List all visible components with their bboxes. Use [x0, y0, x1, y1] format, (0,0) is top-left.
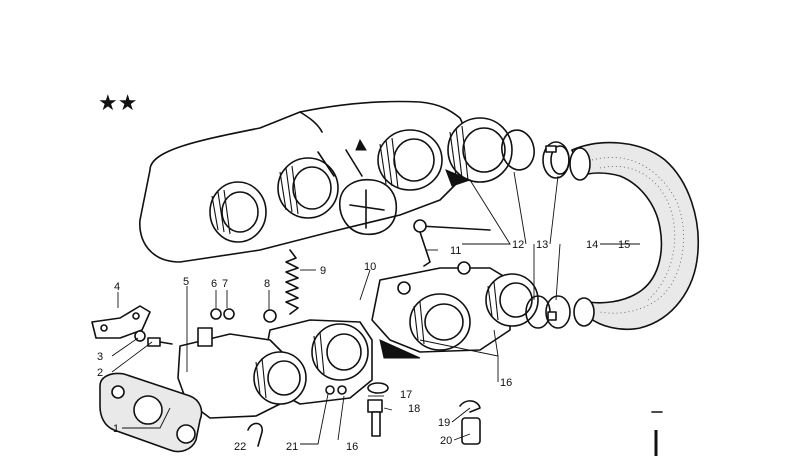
star-marker: ★★ [98, 91, 137, 116]
callout-10: 10 [364, 261, 376, 273]
washer-21 [325, 385, 335, 395]
callout-21: 21 [286, 441, 298, 453]
callout-16-right: 16 [500, 377, 512, 389]
flange-gasket [99, 372, 203, 453]
manifold-throat-2 [277, 157, 339, 219]
sealing-ring-upper [501, 129, 535, 171]
hose-clamp-lower [545, 295, 571, 329]
callout-9: 9 [320, 265, 326, 277]
callout-18: 18 [408, 403, 420, 415]
corner-mark [651, 411, 663, 456]
callout-2: 2 [97, 367, 103, 379]
nut-7 [223, 308, 235, 320]
manifold-throat-4 [445, 117, 513, 187]
clip-22 [247, 422, 263, 447]
hose-clamp-upper [542, 141, 570, 179]
callout-3: 3 [97, 351, 103, 363]
callout-17: 17 [400, 389, 412, 401]
nut-16-lower [337, 385, 347, 395]
callout-16-lower: 16 [346, 441, 358, 453]
intake-hose [569, 141, 700, 331]
clip-19 [459, 400, 481, 413]
carburetor-body-right [371, 261, 539, 359]
jet-18 [367, 399, 383, 437]
manifold-throat-3 [377, 129, 443, 191]
callout-20: 20 [440, 435, 452, 447]
callout-7: 7 [222, 278, 228, 290]
sleeve-20 [461, 417, 481, 445]
callout-6: 6 [211, 278, 217, 290]
callout-13: 13 [536, 239, 548, 251]
callout-1: 1 [113, 423, 119, 435]
linkage-rod [413, 219, 491, 267]
manifold-throat-1 [209, 181, 267, 243]
callout-19: 19 [438, 417, 450, 429]
callout-11: 11 [450, 245, 461, 257]
callout-14: 14 [586, 239, 598, 251]
mounting-bracket [91, 305, 151, 339]
callout-15: 15 [618, 239, 630, 251]
return-spring [285, 249, 299, 315]
leader-lines [111, 171, 640, 445]
callout-12: 12 [512, 239, 524, 251]
callout-8: 8 [264, 278, 270, 290]
bolt-2 [147, 337, 173, 347]
washer-6 [210, 308, 222, 320]
callout-5: 5 [183, 276, 189, 288]
callout-4: 4 [114, 281, 120, 293]
callout-22: 22 [234, 441, 246, 453]
callout-labels: 1 2 3 4 5 6 7 8 9 10 11 12 13 14 15 16 1… [97, 239, 630, 453]
carburetor-body-left [177, 327, 307, 419]
washer-17 [367, 382, 389, 394]
